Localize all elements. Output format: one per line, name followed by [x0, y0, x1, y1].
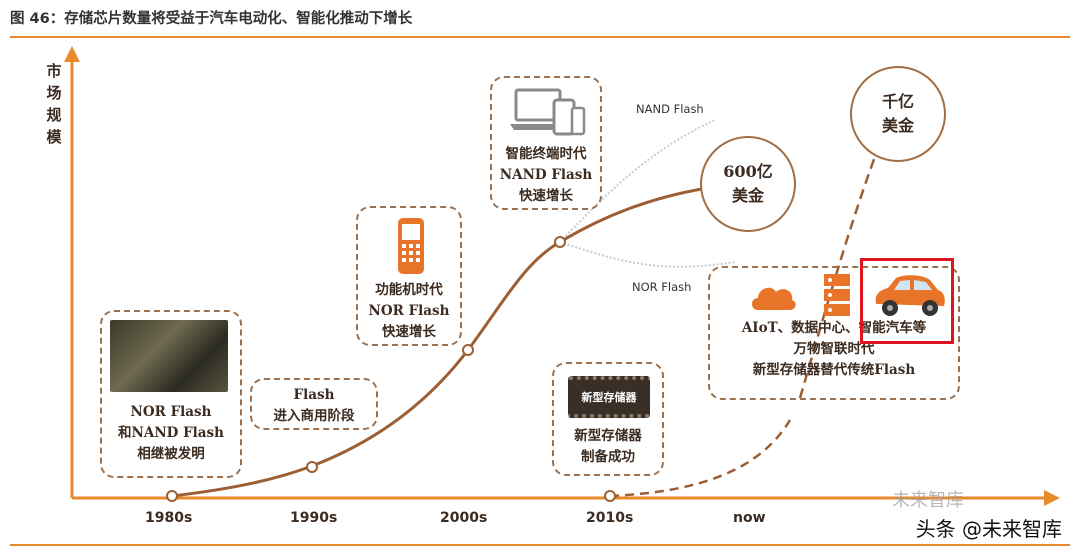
aiot-line-3: 新型存储器替代传统Flash: [710, 360, 958, 381]
y-axis-arrow: [64, 46, 80, 62]
smart-car-highlight: [860, 258, 954, 344]
x-tick-1980s: 1980s: [145, 510, 192, 526]
feature-phone-line-1: 功能机时代: [358, 280, 460, 301]
box-smart-terminal-era: 智能终端时代 NAND Flash 快速增长: [490, 76, 602, 210]
milestone-dot-2000s: [463, 345, 473, 355]
watermark: 头条 @未来智库: [916, 513, 1062, 542]
flash-line-1: Flash: [252, 385, 376, 406]
smart-terminal-line-2: NAND Flash: [492, 165, 600, 186]
feature-phone-line-2: NOR Flash: [358, 301, 460, 322]
nor-branch: [560, 242, 735, 267]
nor-flash-curve-label: NOR Flash: [632, 280, 691, 294]
feature-phone-line-3: 快速增长: [358, 322, 460, 343]
nor-nand-line-2: 和NAND Flash: [102, 423, 240, 444]
new-memory-line-2: 制备成功: [554, 447, 662, 468]
x-tick-2010s: 2010s: [586, 510, 633, 526]
circle-mid-line-1: 600亿: [723, 160, 772, 184]
circle-60-billion: 600亿 美金: [700, 136, 796, 232]
phone-icon: [396, 216, 426, 276]
circle-top-line-2: 美金: [882, 114, 914, 138]
server-icon: [822, 272, 852, 318]
smart-terminal-line-1: 智能终端时代: [492, 144, 600, 165]
box-nor-nand-invented: NOR Flash 和NAND Flash 相继被发明: [100, 310, 242, 478]
chip-icon: 新型存储器: [568, 376, 650, 418]
circle-top-line-1: 千亿: [882, 90, 914, 114]
circle-mid-line-2: 美金: [732, 184, 764, 208]
x-tick-2000s: 2000s: [440, 510, 487, 526]
x-tick-now: now: [733, 510, 766, 526]
box-flash-commercial: Flash 进入商用阶段: [250, 378, 378, 430]
box-new-memory-success: 新型存储器 新型存储器 制备成功: [552, 362, 664, 476]
y-axis-label: 市场规模: [44, 60, 64, 148]
circle-100-billion: 千亿 美金: [850, 66, 946, 162]
devices-icon: [510, 84, 586, 140]
x-tick-1990s: 1990s: [290, 510, 337, 526]
nand-flash-curve-label: NAND Flash: [636, 102, 704, 116]
nor-nand-line-3: 相继被发明: [102, 444, 240, 465]
cloud-icon: [748, 280, 798, 314]
x-axis-arrow: [1044, 490, 1060, 506]
nor-nand-line-1: NOR Flash: [102, 402, 240, 423]
flash-line-2: 进入商用阶段: [252, 406, 376, 427]
milestone-dot-2010s: [605, 491, 615, 501]
watermark-ghost: 未来智库: [892, 486, 964, 512]
chip-label: 新型存储器: [582, 389, 637, 405]
box-feature-phone-era: 功能机时代 NOR Flash 快速增长: [356, 206, 462, 346]
new-memory-line-1: 新型存储器: [554, 426, 662, 447]
milestone-dot-branch: [555, 237, 565, 247]
chip-photo-icon: [110, 320, 228, 392]
milestone-dot-1990s: [307, 462, 317, 472]
milestone-dot-1980s: [167, 491, 177, 501]
smart-terminal-line-3: 快速增长: [492, 186, 600, 207]
